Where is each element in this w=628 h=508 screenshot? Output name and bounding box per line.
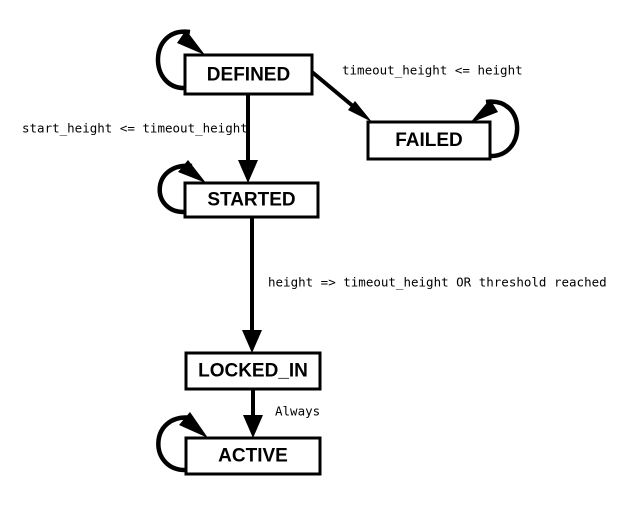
- state-node-started[interactable]: STARTED: [183, 181, 320, 219]
- defined-self-loop-arrowhead: [177, 30, 205, 55]
- active-self-loop-arrowhead: [179, 412, 208, 438]
- state-label-started: STARTED: [207, 190, 295, 211]
- locked-in-to-active-arrowhead: [243, 415, 263, 438]
- state-node-failed[interactable]: FAILED: [366, 120, 492, 161]
- state-label-failed: FAILED: [395, 130, 463, 151]
- started-to-locked-in-arrowhead: [242, 330, 262, 353]
- transition-started-to-locked-in[interactable]: height => timeout_height OR threshold re…: [242, 217, 607, 353]
- transition-defined-to-failed[interactable]: timeout_height <= height: [310, 63, 523, 123]
- transition-defined-to-started[interactable]: start_height <= timeout_height: [22, 94, 258, 183]
- state-box-active: [184, 436, 322, 476]
- state-box-failed: [366, 120, 492, 161]
- transition-active-self[interactable]: [156, 412, 208, 473]
- defined-to-started-arrowhead: [238, 160, 258, 183]
- state-node-locked-in[interactable]: LOCKED_IN: [184, 351, 322, 391]
- edge-label-start-height-le-timeout-height: start_height <= timeout_height: [22, 121, 248, 136]
- failed-self-loop-arrowhead: [470, 99, 498, 123]
- active-self-loop-path: [156, 415, 193, 473]
- started-self-loop-path: [157, 163, 193, 215]
- state-node-active[interactable]: ACTIVE: [184, 436, 322, 476]
- transition-started-self[interactable]: [157, 160, 206, 215]
- edge-label-timeout-height-le-height: timeout_height <= height: [342, 63, 523, 78]
- defined-self-loop-path: [155, 29, 191, 91]
- edge-label-always: Always: [275, 404, 320, 419]
- edge-label-height-ge-timeout-or-threshold: height => timeout_height OR threshold re…: [268, 275, 607, 290]
- started-self-loop-arrowhead: [178, 160, 206, 183]
- state-box-started: [183, 181, 320, 219]
- state-label-locked-in: LOCKED_IN: [198, 361, 308, 382]
- state-node-defined[interactable]: DEFINED: [183, 53, 314, 96]
- defined-to-failed-arrowhead: [348, 101, 372, 122]
- state-label-defined: DEFINED: [207, 65, 290, 86]
- transition-defined-self[interactable]: [155, 29, 205, 91]
- failed-self-loop-path: [485, 99, 520, 159]
- transition-failed-self[interactable]: [470, 99, 520, 159]
- transition-locked-in-to-active[interactable]: Always: [243, 389, 320, 438]
- state-label-active: ACTIVE: [218, 446, 288, 467]
